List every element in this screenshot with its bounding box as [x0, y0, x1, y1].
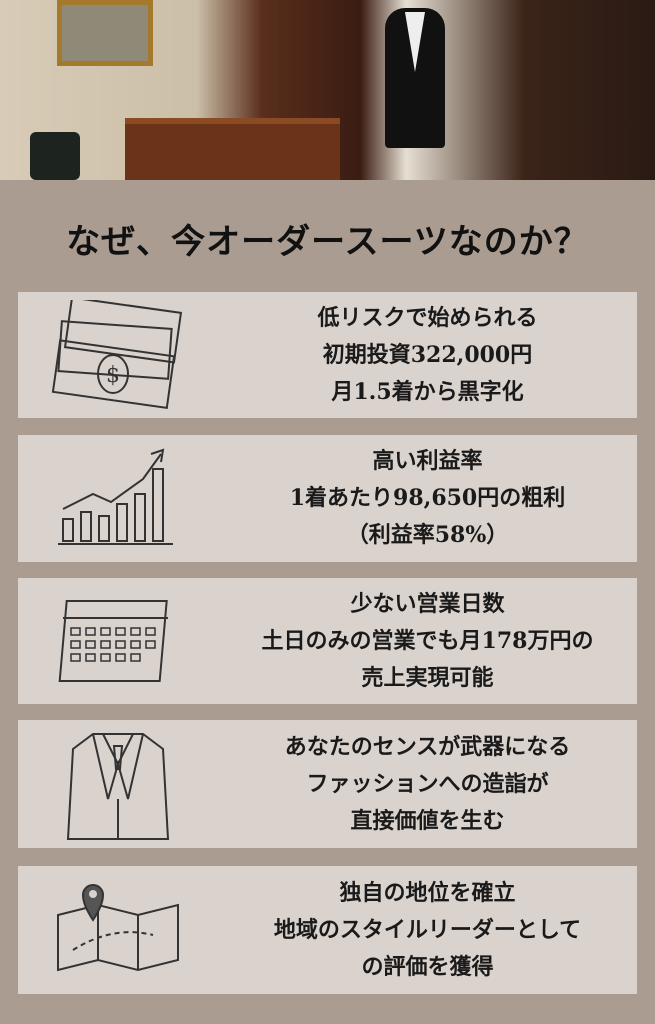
card-line: 低リスクで始められる — [317, 304, 538, 331]
card-line: の評価を獲得 — [361, 953, 494, 980]
card-line: 独自の地位を確立 — [339, 879, 516, 906]
map-pin-icon — [18, 866, 218, 994]
svg-text:$: $ — [106, 363, 120, 388]
calendar-icon — [18, 578, 218, 704]
money-icon: $ — [18, 292, 218, 418]
page-title: なぜ、今オーダースーツなのか？ — [66, 222, 589, 262]
wall-painting — [57, 0, 153, 66]
card-line: 初期投資322,000円 — [322, 341, 533, 368]
card-line: 売上実現可能 — [361, 664, 494, 691]
feature-card-few-days: 少ない営業日数土日のみの営業でも月178万円の売上実現可能 — [18, 578, 637, 704]
suit-icon — [18, 720, 218, 848]
card-line: （利益率58%） — [346, 522, 509, 548]
desk — [125, 118, 340, 180]
feature-card-low-risk: $ 低リスクで始められる初期投資322,000円月1.5着から黒字化 — [18, 292, 637, 418]
header-photo-tailor-shop — [0, 0, 655, 180]
feature-card-profit: 高い利益率 1着あたり98,650円の粗利 （利益率58%） — [18, 435, 637, 562]
card-line: 1着あたり98,650円の粗利 — [289, 485, 566, 511]
growth-chart-icon — [18, 435, 218, 562]
card-line: 高い利益率 — [372, 448, 483, 474]
card-line: 月1.5着から黒字化 — [331, 378, 524, 405]
chair — [30, 132, 80, 180]
card-line: あなたのセンスが武器になる — [284, 733, 571, 760]
card-line: 土日のみの営業でも月178万円の — [261, 627, 594, 654]
card-line: 少ない営業日数 — [350, 590, 505, 617]
feature-card-status: 独自の地位を確立地域のスタイルリーダーとしての評価を獲得 — [18, 866, 637, 994]
card-line: ファッションへの造詣が — [306, 770, 549, 797]
card-line: 地域のスタイルリーダーとして — [273, 916, 582, 943]
card-line: 直接価値を生む — [350, 807, 505, 834]
feature-card-sense: あなたのセンスが武器になるファッションへの造詣が直接価値を生む — [18, 720, 637, 848]
